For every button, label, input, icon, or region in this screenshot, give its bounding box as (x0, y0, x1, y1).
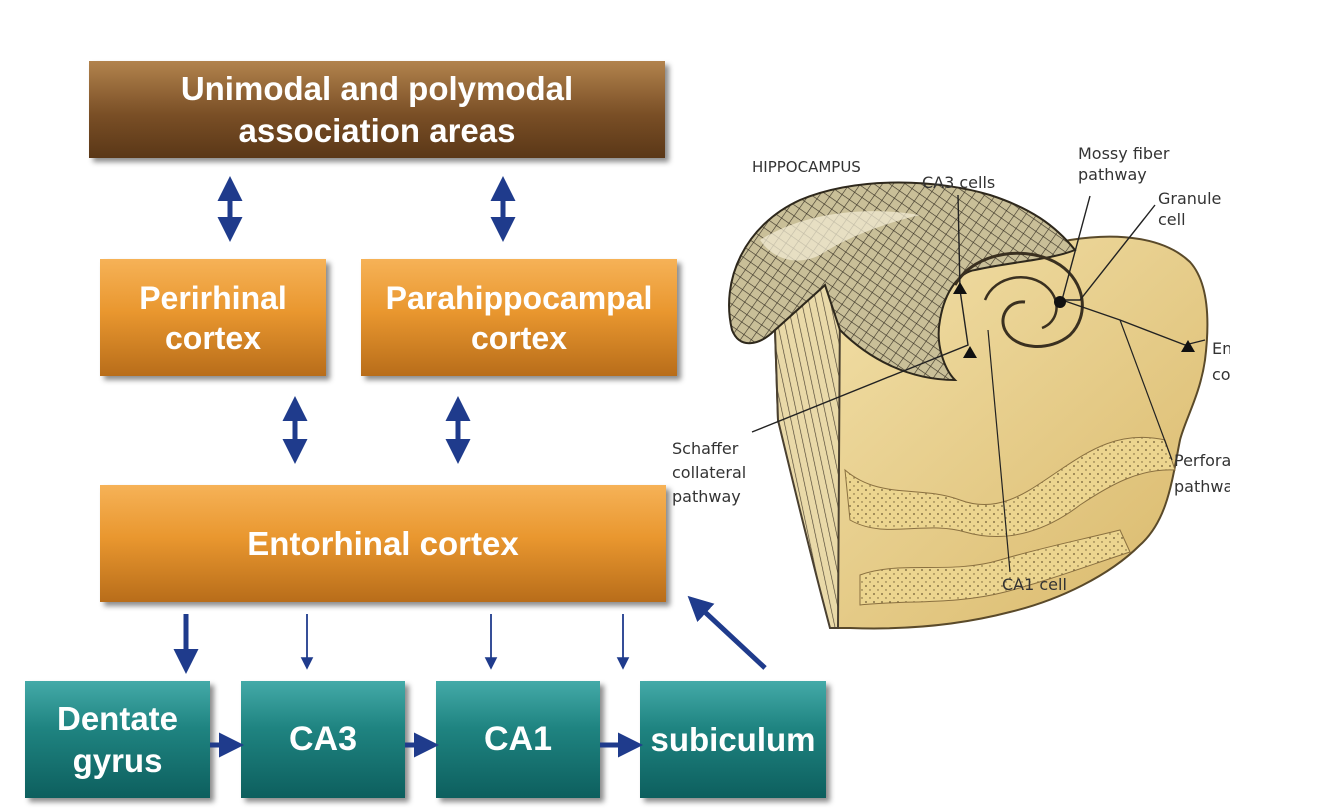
hippocampal-curl (953, 251, 1084, 348)
granule-cell-marker (1054, 296, 1066, 308)
cut-face (773, 283, 842, 629)
granule-cell-label: cell (1158, 210, 1186, 229)
subiculum-entorhinal-arrow (687, 595, 767, 670)
perirhinal-cortex-box: Perirhinal cortex (100, 259, 326, 376)
association-areas-box: Unimodal and polymodal association areas (89, 61, 665, 158)
entorhinal-cortex-box: Entorhinal cortex (100, 485, 666, 602)
dotted-lower-band (859, 529, 1131, 606)
ca3-cell-marker (953, 282, 967, 294)
ca3-cells-label: CA3 cells (922, 173, 995, 192)
parahippocampal-cortex-label: Parahippocampal cortex (385, 279, 653, 356)
entorhinal-cell-marker (1181, 340, 1195, 352)
entorhinal-cortex-label: Entorhinal cortex (247, 524, 519, 562)
entorhinal-cortex-illus-label: cortex (1212, 365, 1230, 384)
ca1-cell-label: CA1 cell (1002, 575, 1067, 594)
dentate-gyrus-box: Dentate gyrus (25, 681, 210, 798)
tube-highlight (760, 211, 920, 261)
ca1-cell-line (987, 329, 1011, 573)
dentate-curl (983, 276, 1058, 330)
mossy-fiber-line (1061, 195, 1091, 301)
ca3-cells-line (957, 194, 961, 291)
association-areas-label: Unimodal and polymodal association areas (180, 70, 574, 149)
subiculum-label: subiculum (650, 720, 816, 758)
mossy-fiber-label: Mossy fiber (1078, 144, 1170, 163)
ca1-box: CA1 (436, 681, 600, 798)
dotted-cortex-band (844, 436, 1176, 537)
perforant-pathway-line (1119, 319, 1173, 461)
hippocampus-illustration: HIPPOCAMPUS CA3 cells Mossy fiber pathwa… (672, 144, 1230, 630)
granule-cell-line (1062, 204, 1156, 301)
ca1-cell-marker (963, 346, 977, 358)
hippocampus-title: HIPPOCAMPUS (752, 158, 861, 176)
dentate-gyrus-label: Dentate gyrus (56, 700, 179, 779)
subiculum-box: subiculum (640, 681, 826, 798)
perirhinal-cortex-label: Perirhinal cortex (139, 279, 287, 356)
perforant-pathway-label: pathway (1174, 477, 1230, 496)
parahippocampal-cortex-box: Parahippocampal cortex (361, 259, 677, 376)
schaffer-line (751, 289, 969, 433)
mossy-pathway-label: pathway (1078, 165, 1147, 184)
schaffer-label: Schaffer (672, 439, 739, 458)
ca3-label: CA3 (288, 720, 358, 759)
ca1-label: CA1 (483, 720, 553, 759)
perforant-label: Perforant (1174, 451, 1230, 470)
ca3-box: CA3 (241, 681, 405, 798)
entorhinal-label: Entorhinal (1212, 339, 1230, 358)
schaffer-pathway-label: pathway (672, 487, 741, 506)
granule-label: Granule (1158, 189, 1221, 208)
collateral-label: collateral (672, 463, 746, 482)
